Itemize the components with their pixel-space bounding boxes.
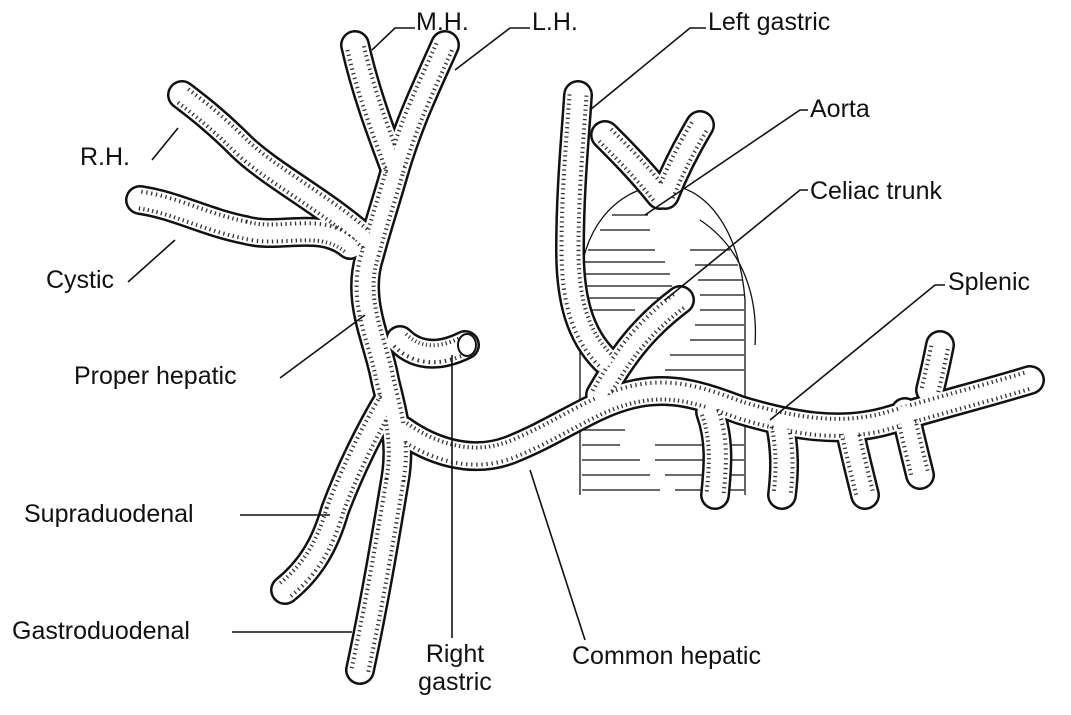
leader-rh — [152, 128, 178, 160]
label-cystic: Cystic — [46, 266, 114, 294]
label-common-hepatic: Common hepatic — [572, 642, 761, 670]
label-lh: L.H. — [532, 8, 578, 36]
label-right-gastric-line2: gastric — [415, 668, 495, 696]
label-supraduodenal: Supraduodenal — [24, 500, 194, 528]
leader-cystic — [128, 240, 175, 282]
label-right-gastric-line1: Right — [415, 640, 495, 668]
leader-common-hepatic — [530, 470, 585, 640]
label-rh: R.H. — [80, 143, 130, 171]
label-proper-hepatic: Proper hepatic — [74, 362, 237, 390]
label-mh: M.H. — [416, 8, 469, 36]
label-gastroduodenal: Gastroduodenal — [12, 617, 190, 645]
artery-network — [140, 45, 1030, 670]
label-aorta: Aorta — [810, 95, 870, 123]
leader-proper-hepatic — [280, 315, 365, 378]
leader-left-gastric — [590, 28, 706, 110]
label-left-gastric: Left gastric — [708, 8, 830, 36]
leader-mh — [372, 28, 415, 50]
label-celiac-trunk: Celiac trunk — [810, 177, 942, 205]
label-splenic: Splenic — [948, 268, 1030, 296]
leader-celiac-trunk — [665, 190, 808, 300]
label-right-gastric: Right gastric — [415, 640, 495, 696]
right-gastric-cut-end — [458, 334, 476, 356]
